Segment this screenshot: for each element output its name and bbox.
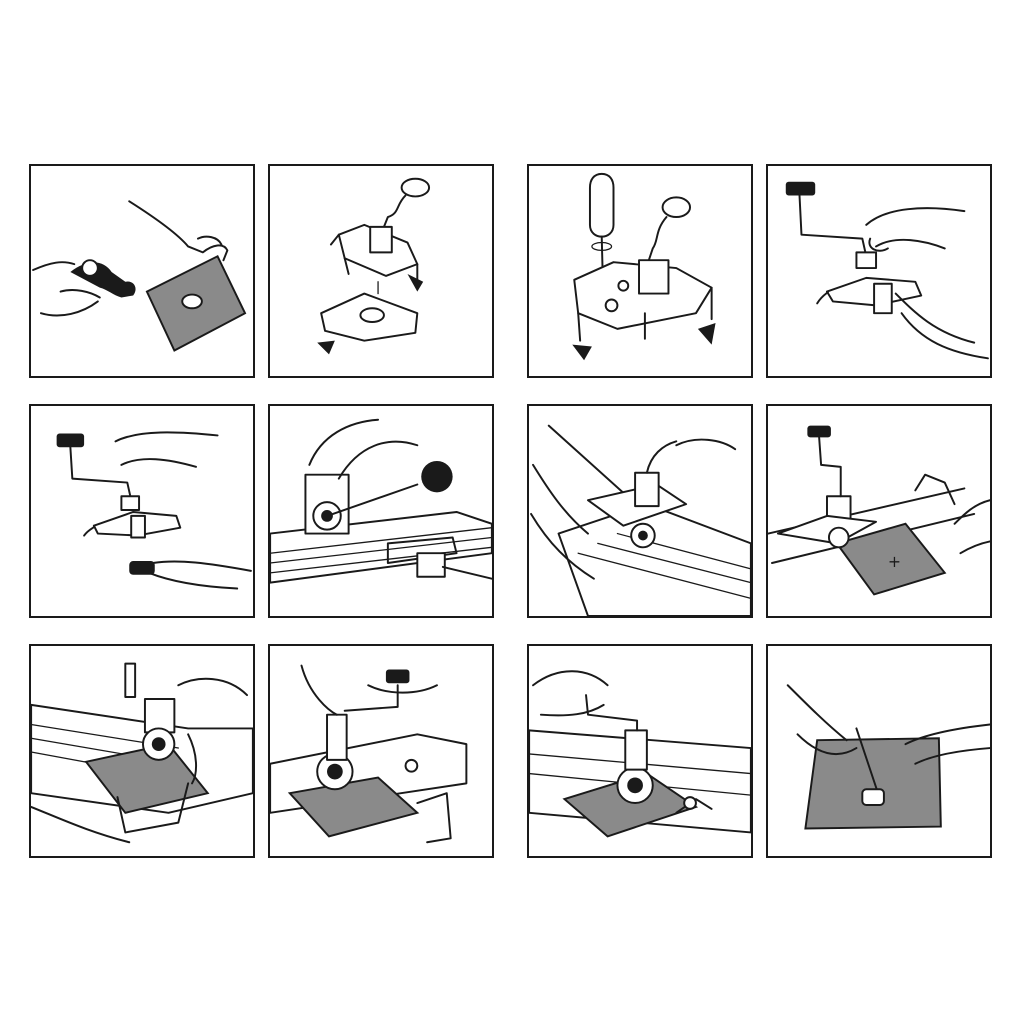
step-panel-11 (527, 644, 753, 858)
crank-drill-bracket-illustration (785, 181, 989, 360)
step-panel-12 (766, 644, 992, 858)
step-panel-2 (268, 164, 494, 378)
screwdriver-adjust-illustration (572, 172, 716, 361)
svg-text:+: + (888, 552, 901, 571)
step-panel-6 (268, 404, 494, 618)
positioning-on-rail-illustration (530, 424, 751, 616)
step-panel-7 (527, 404, 753, 618)
clamping-tile-illustration (31, 662, 253, 844)
tile-under-cutter-illustration: + (768, 425, 990, 596)
step-panel-8: + (766, 404, 992, 618)
step-panel-1 (29, 164, 255, 378)
step-panel-9 (29, 644, 255, 858)
mounting-on-rail-illustration (270, 418, 492, 584)
step-panel-3 (527, 164, 753, 378)
step-panel-4 (766, 164, 992, 378)
cutter-jig-assembly-illustration (317, 177, 431, 355)
turning-crank-illustration (270, 664, 468, 844)
cutting-hole-illustration (529, 670, 751, 838)
removing-core-illustration (786, 684, 990, 830)
tile-hole-cutter-illustration (32, 200, 247, 352)
tightening-drill-bit-illustration (56, 431, 252, 590)
step-panel-10 (268, 644, 494, 858)
step-panel-5 (29, 404, 255, 618)
